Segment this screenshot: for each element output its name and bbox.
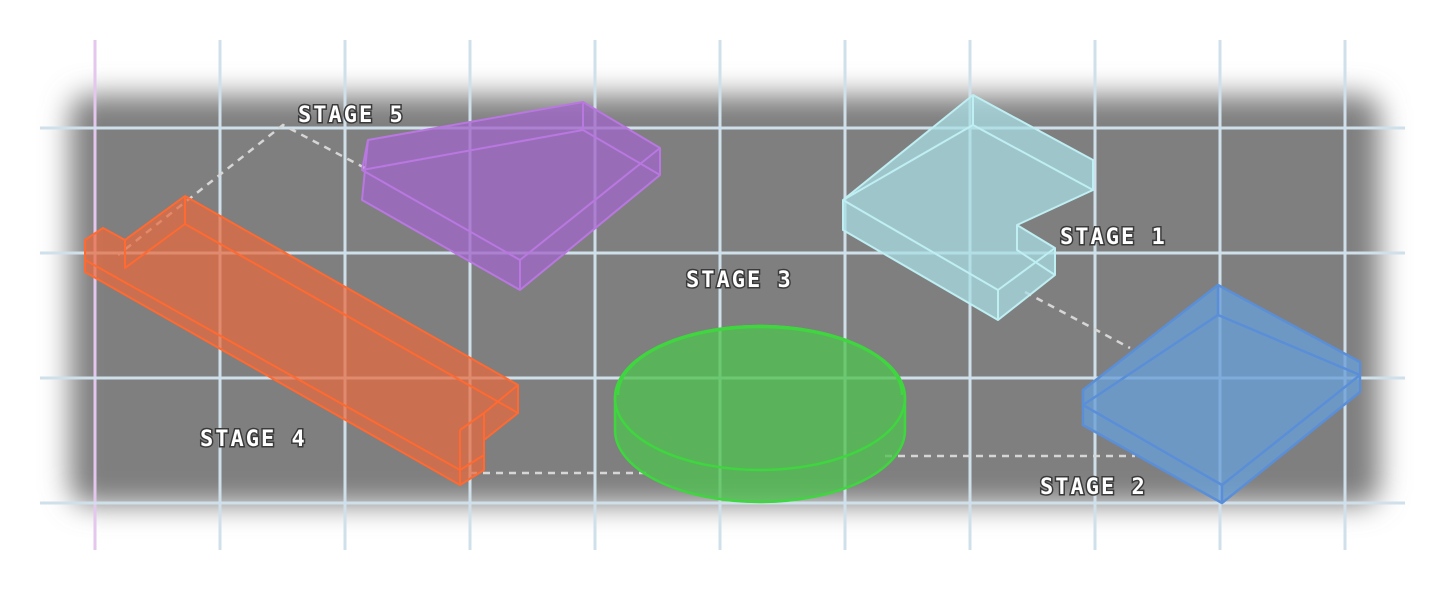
stage-1-label[interactable]: STAGE 1 xyxy=(1059,224,1167,252)
stage-4-block[interactable] xyxy=(84,195,519,486)
stage-2-label[interactable]: STAGE 2 xyxy=(1039,474,1147,502)
stage-4-label[interactable]: STAGE 4 xyxy=(199,426,307,454)
stage-3-label[interactable]: STAGE 3 xyxy=(685,267,793,295)
path-stage1-stage2 xyxy=(1024,290,1131,350)
stage-3-block[interactable] xyxy=(613,324,907,504)
stage-labels: STAGE 5 STAGE 1 STAGE 3 STAGE 4 STAGE 2 xyxy=(199,102,1167,502)
path-stage5-stage4 xyxy=(117,123,366,256)
stage-2-block[interactable] xyxy=(1081,283,1362,505)
stage-5-block[interactable] xyxy=(361,101,661,291)
stage-1-block[interactable] xyxy=(842,94,1094,321)
stage-paths xyxy=(117,123,1135,475)
stage-5-label[interactable]: STAGE 5 xyxy=(297,102,405,130)
